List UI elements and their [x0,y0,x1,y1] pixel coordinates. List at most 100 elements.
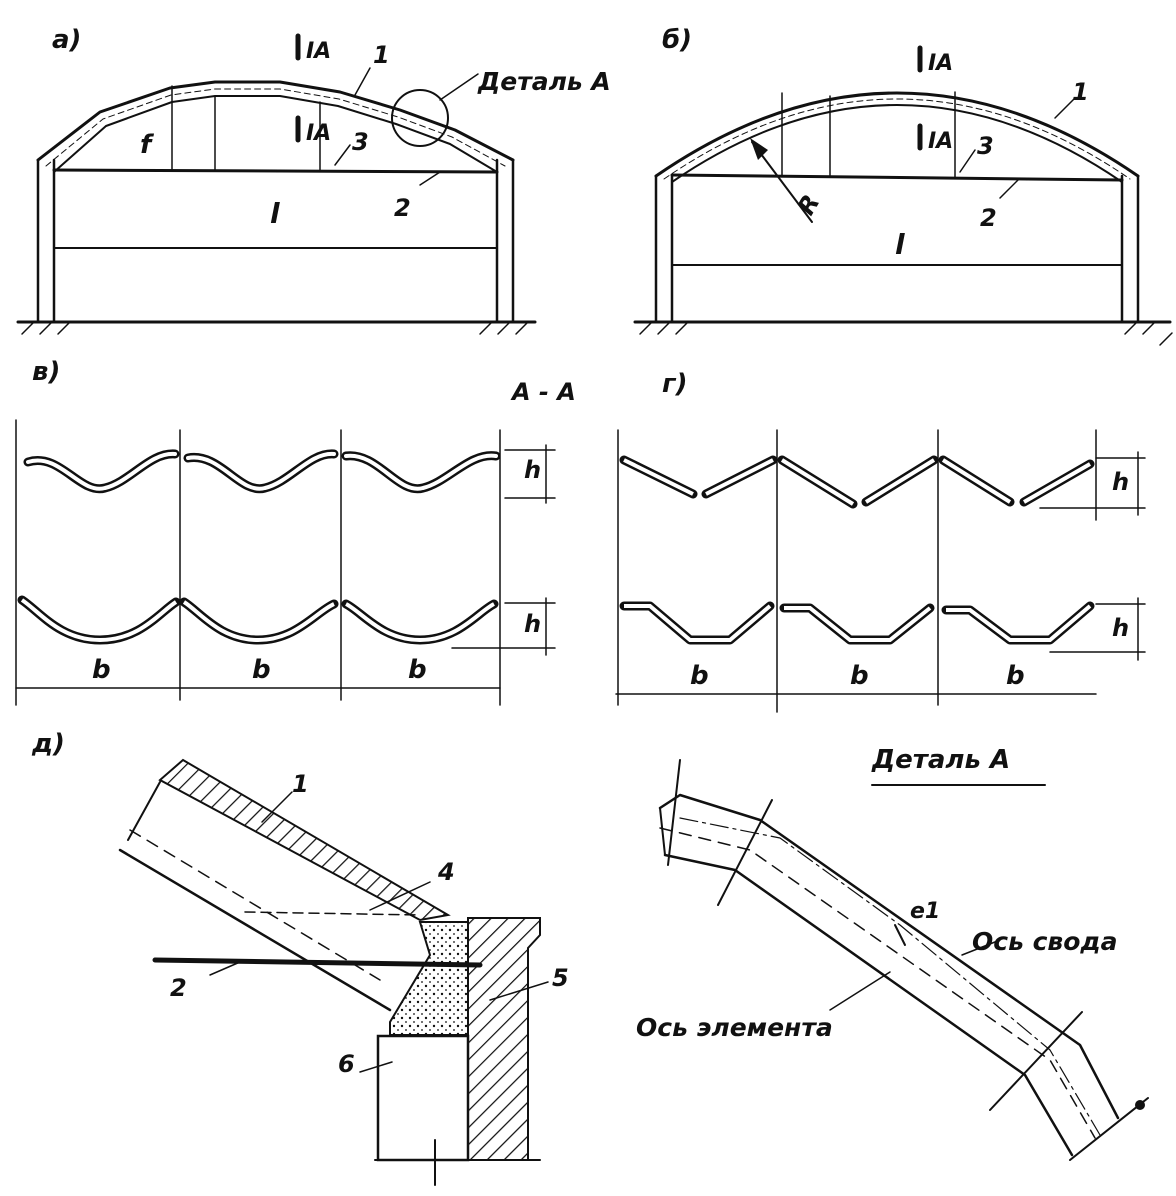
callout-4-d: 4 [437,858,455,886]
detail-a-callout: Деталь А [477,67,611,96]
panel-d-label: д) [31,729,65,759]
leader-1-a [354,67,371,96]
callout-3-a: 3 [352,128,369,156]
panel-v: в) А - А [15,357,576,706]
fold-top-row [619,455,1095,509]
leader-1-d [261,791,293,823]
radius-arrowhead-b [750,138,768,160]
column-left-a [36,158,56,324]
callout-3-b: 3 [977,132,994,160]
eccentricity-marker [894,924,906,946]
section-mark-top-a-text: IA [306,39,331,64]
arch-axis-a [45,88,506,167]
height-label-g-bottom: h [1112,614,1129,642]
callout-1-b: 1 [1072,78,1089,106]
leader-1-b [1054,97,1076,119]
leader-2-b [999,179,1019,199]
callout-2-b: 2 [980,204,997,232]
detail-a-circle [391,89,449,147]
detail-vault-axis [679,817,1101,1136]
support-column-d [376,1034,470,1162]
callout-2-a: 2 [394,194,411,222]
panel-d: д) 1 2 4 5 6 [31,729,569,1186]
height-label-v-top: h [524,456,541,484]
break-line-d [127,781,161,841]
panel-g-dividers [617,429,1097,713]
width-label-v-2: b [252,655,271,685]
fold-bottom-row [619,601,1095,645]
panel-b-label: б) [662,25,692,55]
arch-element-shell [158,758,451,922]
callout-5-d: 5 [552,964,569,992]
hidden-line-d [244,911,421,916]
panel-b: б) R l IA IA [633,25,1173,346]
tie-rod-a [52,168,499,174]
arch-element-axis [129,829,381,981]
height-label-v-bottom: h [524,610,541,638]
leader-2-a [419,171,441,186]
wall-d [467,917,541,1161]
height-dim-g [1039,451,1146,661]
arch-element-bottom-edge [118,848,392,1012]
detail-element-upper-edge [658,793,1120,1120]
callout-2-d: 2 [170,974,187,1002]
height-dim-v [451,444,556,656]
span-label-a: l [270,197,280,230]
section-title-aa: А - А [510,378,576,406]
width-label-v-1: b [92,655,111,685]
width-label-g-3: b [1006,661,1025,691]
tie-rod-d [152,957,483,968]
arch-inner-b [671,104,1123,183]
detail-a-title: Деталь А [871,745,1010,775]
vault-axis-label: Ось свода [972,927,1117,956]
height-label-g-top: h [1112,468,1129,496]
detail-joint-ticks [667,759,1149,1161]
arch-outer-a [36,80,515,162]
width-label-g-2: b [850,661,869,691]
leader-3-a [334,144,351,166]
panel-g-label: г) [662,369,687,399]
arch-axis-b [663,98,1131,180]
panel-a: а) f l IA [16,25,611,335]
wave-bottom-row [17,595,499,645]
callout-6-d: 6 [338,1050,355,1078]
detail-end-dot [1135,1100,1145,1110]
concrete-node-d [389,921,469,1036]
wave-top-row [23,449,501,494]
detail-element-lower-edge [663,853,1074,1157]
arch-outer-b [654,91,1140,178]
arch-inner-a [53,95,498,173]
eccentricity-label: e1 [910,899,940,924]
ground-b [633,320,1173,346]
section-mark-top-b-text: IA [928,51,953,76]
tie-rod-b [670,173,1124,182]
column-right-a [495,158,515,324]
detail-a: Деталь А e1 Ось свода Ось элемента [636,745,1149,1161]
callout-1-a: 1 [373,41,390,69]
panel-a-label: а) [52,25,81,55]
section-mark-mid-a-text: IA [306,121,331,146]
rise-label-a: f [140,130,155,160]
vault-axis-leader [961,939,1001,956]
leader-2-d [209,961,241,976]
detail-element-axis [659,827,1096,1139]
radius-label-b: R [792,190,825,220]
leader-5-d [489,981,549,1001]
element-axis-label: Ось элемента [636,1013,833,1042]
width-label-v-3: b [408,655,427,685]
ground-a [16,320,537,335]
span-label-b: l [895,228,905,261]
leader-4-d [369,881,431,911]
element-axis-leader [829,971,891,1011]
width-label-g-1: b [690,661,709,691]
column-left-b [654,174,674,324]
callout-1-d: 1 [292,770,309,798]
detail-break-left [659,807,666,856]
panel-v-label: в) [32,357,60,387]
panel-v-dividers [15,419,501,706]
leader-6-d [359,1061,393,1073]
leader-3-b [959,149,976,173]
section-mark-mid-b-text: IA [928,129,953,154]
